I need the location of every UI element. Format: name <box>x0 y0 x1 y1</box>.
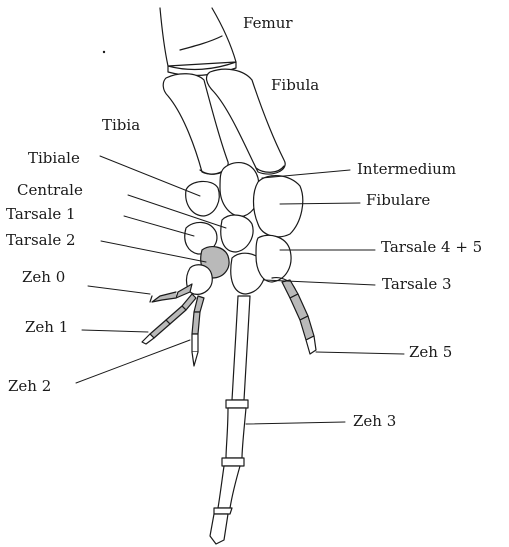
label-fibula: Fibula <box>271 78 319 93</box>
leader-zeh-3 <box>246 422 345 424</box>
digit-5 <box>282 280 316 354</box>
label-tarsale-2: Tarsale 2 <box>6 233 76 248</box>
tarsal-bones <box>185 163 303 295</box>
tibiale-bone <box>186 181 220 216</box>
label-tibia: Tibia <box>102 118 140 133</box>
leader-zeh-0 <box>88 286 150 294</box>
label-zeh-5: Zeh 5 <box>409 345 452 360</box>
leader-zeh-5 <box>316 352 404 354</box>
ink-speck <box>103 51 105 53</box>
label-centrale: Centrale <box>17 183 83 198</box>
digit-2 <box>192 296 204 366</box>
fibulare-bone <box>254 176 303 237</box>
leader-tarsale-1 <box>124 216 194 236</box>
label-intermedium: Intermedium <box>357 162 456 177</box>
leader-tibiale <box>100 156 200 196</box>
label-fibulare: Fibulare <box>366 193 430 208</box>
label-zeh-1: Zeh 1 <box>25 320 68 335</box>
leader-tarsale-3 <box>264 280 375 285</box>
digit-0 <box>150 284 192 302</box>
label-tarsale-3: Tarsale 3 <box>382 277 452 292</box>
femur-bone <box>160 8 236 75</box>
leader-zeh-2 <box>76 340 190 383</box>
label-femur: Femur <box>243 16 293 31</box>
tarsale-4-5-bone <box>256 235 291 282</box>
digit-3 <box>210 296 250 544</box>
label-tarsale-4-5: Tarsale 4 + 5 <box>381 240 482 255</box>
label-zeh-0: Zeh 0 <box>22 270 65 285</box>
label-tibiale: Tibiale <box>28 151 80 166</box>
centrale-bone <box>221 215 253 252</box>
label-zeh-2: Zeh 2 <box>8 379 51 394</box>
label-tarsale-1: Tarsale 1 <box>6 207 76 222</box>
leader-zeh-1 <box>82 330 148 332</box>
label-zeh-3: Zeh 3 <box>353 414 396 429</box>
